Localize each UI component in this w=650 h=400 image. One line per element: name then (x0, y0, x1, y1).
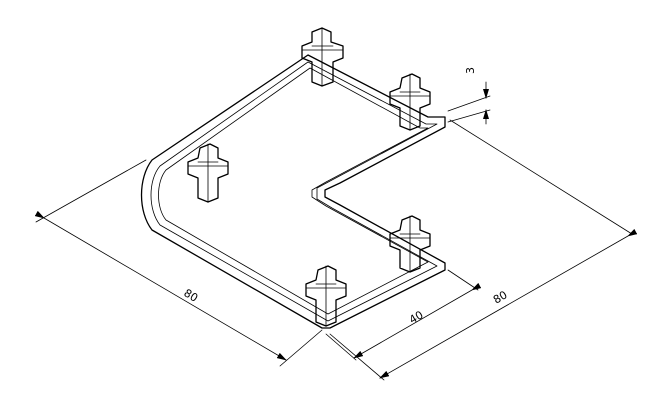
post-left (187, 143, 229, 203)
dimension-right-side: 80 (329, 119, 638, 381)
post-top (301, 27, 344, 87)
dimension-label-wall-height: 3 (464, 67, 477, 74)
dimension-label-long-side: 80 (181, 286, 200, 304)
dimension-label-inner-width: 40 (407, 308, 426, 326)
dimension-label-right-side: 80 (491, 288, 510, 306)
dimension-inner-width: 40 (325, 282, 482, 361)
post-bottom (305, 265, 347, 327)
post-right-top (389, 73, 431, 131)
dimension-long-side: 80 (34, 159, 323, 367)
dimension-wall-height: 3 (447, 67, 491, 125)
